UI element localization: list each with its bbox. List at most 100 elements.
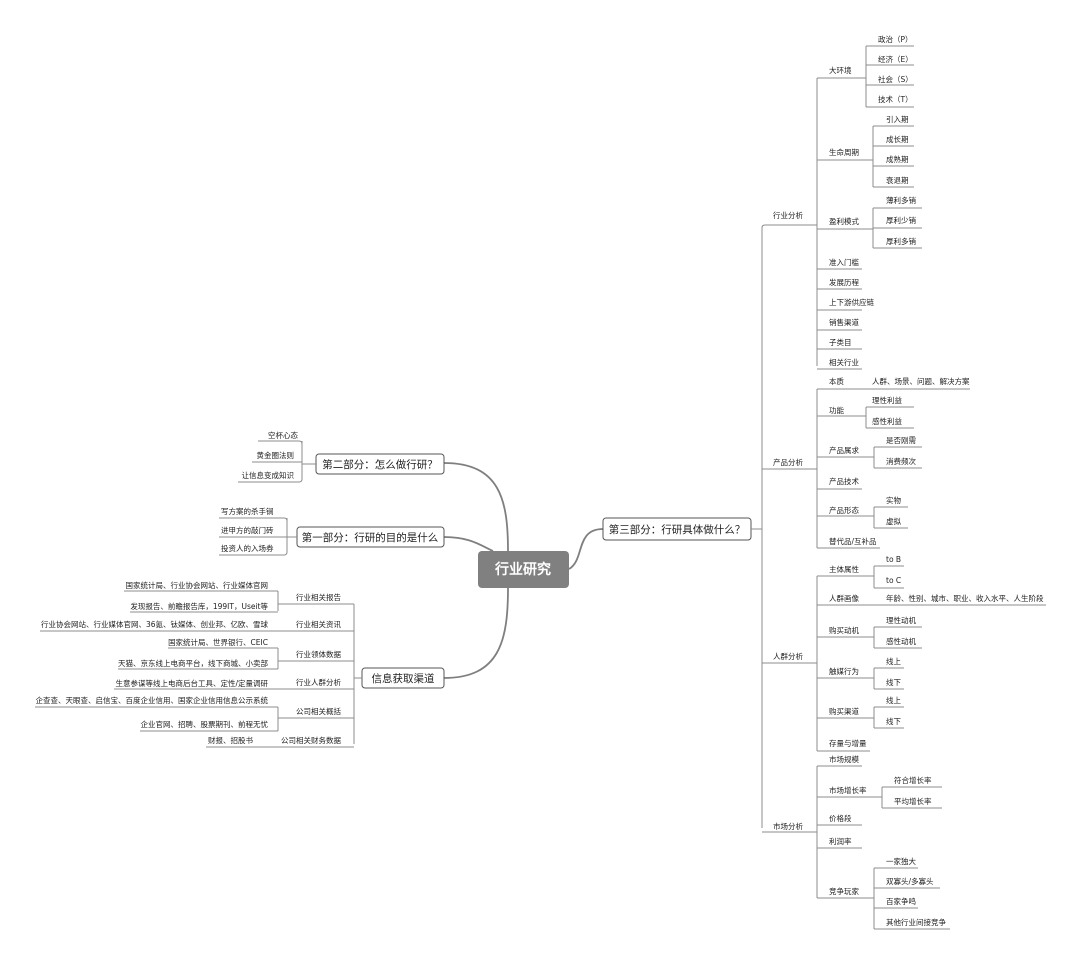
leaf: 线上: [886, 695, 901, 705]
leaf: 年龄、性别、城市、职业、收入水平、人生阶段: [886, 593, 1044, 603]
connector: [751, 228, 763, 828]
sub-label: 购买动机: [829, 625, 859, 635]
part2-item: 让信息变成知识: [242, 470, 295, 480]
connector: [870, 565, 904, 589]
part2-item: 黄金圈法则: [257, 450, 295, 460]
info-item: 生意参谋等线上电商后台工具、定性/定量调研: [115, 678, 268, 688]
info-item: 企业官网、招聘、股票期刊、前程无忧: [141, 719, 269, 729]
leaf: 厚利多销: [886, 236, 916, 246]
part3-branch: 第三部分：行研具体做什么？ 行业分析 产品分析 人群分析 市场分析 大环境 生命…: [602, 34, 1046, 930]
connector: [238, 440, 303, 483]
leaf: to B: [886, 555, 901, 564]
connector: [862, 406, 914, 429]
info-item: 企查查、天眼查、启信宝、百度企业信用、国家企业信用信息公示系统: [36, 695, 269, 705]
leaf: 感性动机: [886, 636, 916, 646]
sub-label: 本质: [829, 376, 844, 386]
sub-label: 生命周期: [829, 147, 859, 157]
connector: [870, 626, 922, 649]
section-label: 产品分析: [773, 457, 803, 467]
connector: [817, 575, 870, 752]
connector: [761, 224, 810, 833]
info-group-label: 行业相关报告: [296, 592, 341, 602]
connector: [870, 125, 914, 188]
info-label: 信息获取渠道: [372, 672, 435, 685]
sub-label: 上下游供应链: [829, 297, 874, 307]
part3-label: 第三部分：行研具体做什么？: [609, 523, 746, 536]
leaf: 社会（S）: [878, 74, 913, 84]
section-label: 市场分析: [773, 821, 803, 831]
leaf: 理性利益: [872, 395, 902, 405]
part1-item: 进甲方的敲门砖: [221, 525, 274, 535]
leaf: 虚拟: [886, 516, 901, 526]
connector: [810, 78, 818, 366]
part1-branch: 第一部分：行研的目的是什么 写方案的杀手锏 进甲方的敲门砖 投资人的入场券: [219, 506, 445, 556]
leaf: to C: [886, 576, 901, 585]
connector: [817, 388, 880, 549]
connector: [866, 446, 922, 469]
leaf: 线下: [886, 716, 901, 726]
info-item: 财报、招股书: [208, 735, 253, 745]
info-group-label: 公司相关概括: [296, 706, 341, 716]
leaf: 是否刚需: [886, 436, 916, 445]
leaf: 技术（T）: [878, 94, 913, 104]
sub-label: 产品形态: [829, 505, 859, 515]
section-label: 人群分析: [773, 651, 803, 661]
info-branch: 信息获取渠道 行业相关报告 行业相关资讯 行业领体数据 行业人群分析 公司相关概…: [35, 580, 445, 748]
leaf: 平均增长率: [894, 796, 932, 806]
connector: [870, 867, 950, 930]
connector: [870, 207, 922, 249]
info-item: 国家统计局、行业协会网站、行业媒体官网: [126, 580, 269, 590]
info-group-label: 公司相关财务数据: [281, 735, 341, 745]
leaf: 薄利多销: [886, 195, 916, 205]
connector: [810, 766, 818, 898]
sub-label: 准入门槛: [829, 257, 859, 267]
part2-item: 空杯心态: [268, 430, 298, 440]
leaf: 成熟期: [886, 154, 909, 164]
info-item: 天猫、京东线上电商平台，线下商城、小卖部: [118, 658, 268, 668]
sub-label: 产品技术: [829, 476, 859, 486]
sub-label: 产品属求: [829, 445, 859, 455]
leaf: 实物: [886, 495, 901, 505]
leaf: 衰退期: [886, 175, 909, 185]
info-item: 行业协会网站、行业媒体官网、36氪、钛媒体、创业邦、亿欧、雪球: [41, 619, 269, 629]
connector: [443, 587, 509, 679]
connector: [864, 45, 914, 108]
connector: [810, 576, 818, 751]
root-node[interactable]: 行业研究: [478, 551, 569, 588]
sub-label: 人群画像: [829, 593, 859, 603]
part1-item: 投资人的入场券: [221, 543, 274, 553]
leaf: 感性利益: [872, 416, 902, 426]
leaf: 其他行业间接竞争: [886, 917, 946, 927]
connector: [443, 462, 509, 552]
connector: [353, 604, 362, 744]
connector: [817, 77, 870, 370]
leaf: 双寡头/多寡头: [886, 876, 934, 886]
connector: [870, 706, 904, 729]
leaf: 百家争鸣: [886, 896, 916, 906]
sub-label: 替代品/互补品: [829, 536, 877, 546]
part1-label: 第一部分：行研的目的是什么: [302, 531, 439, 544]
leaf: 消费频次: [886, 456, 916, 466]
connector: [277, 603, 354, 748]
connector: [219, 517, 288, 556]
sub-label: 利润率: [829, 836, 852, 846]
leaf: 线上: [886, 656, 901, 666]
sub-label: 相关行业: [829, 357, 859, 367]
info-item: 发现报告、前瞻报告库，199IT，Useit等: [130, 601, 268, 611]
leaf: 符合增长率: [894, 775, 932, 785]
leaf: 成长期: [886, 134, 909, 144]
connector: [870, 786, 942, 809]
part2-branch: 第二部分：怎么做行研？ 空杯心态 黄金圈法则 让信息变成知识: [238, 430, 445, 483]
section-label: 行业分析: [773, 210, 803, 220]
connector: [810, 389, 818, 548]
connector: [35, 706, 289, 732]
info-item: 国家统计局、世界银行、CEIC: [168, 637, 268, 647]
connector: [298, 441, 316, 483]
leaf: 引入期: [886, 115, 909, 124]
sub-label: 销售渠道: [829, 317, 859, 327]
leaf: 线下: [886, 677, 901, 687]
sub-label: 存量与增量: [829, 738, 867, 748]
connector: [870, 667, 904, 690]
